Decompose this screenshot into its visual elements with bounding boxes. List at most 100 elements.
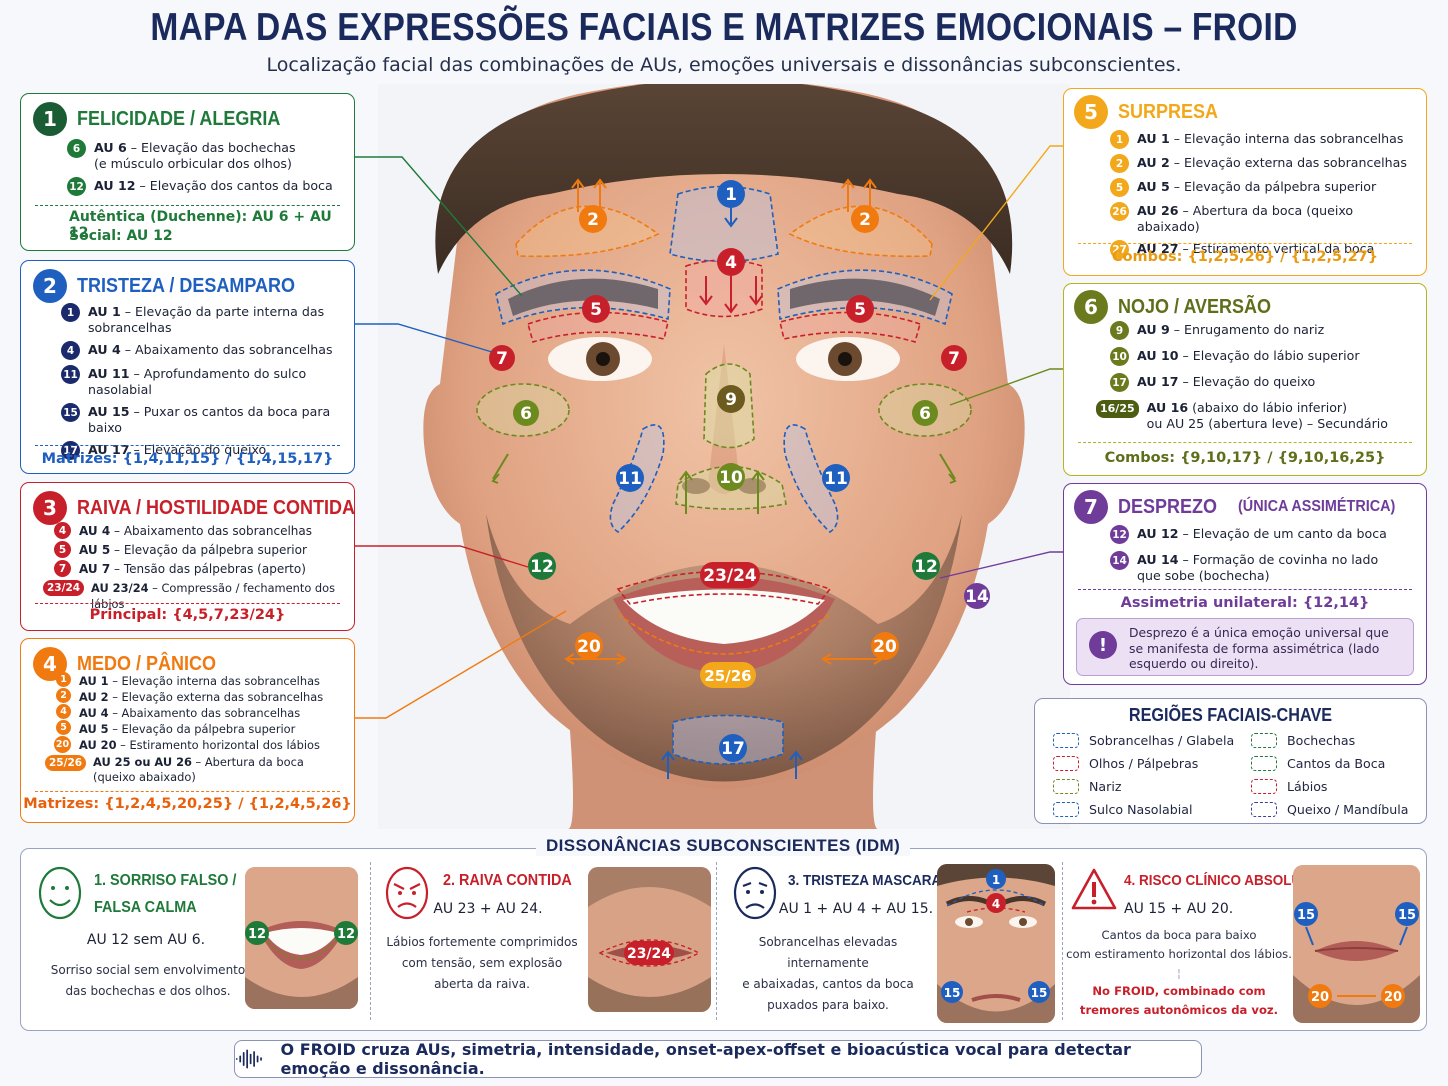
card-footer-2: Social: AU 12: [69, 228, 173, 244]
idm-1-title: 1. SORRISO FALSO /: [94, 872, 237, 889]
svg-text:20: 20: [1384, 990, 1402, 1005]
alert-icon: !: [1089, 631, 1117, 659]
card-footer: Combos: {9,10,17} / {9,10,16,25}: [1104, 450, 1386, 466]
sound-wave-icon: [235, 1049, 262, 1069]
marker-au4: 4: [725, 253, 737, 273]
card-number: 5: [1074, 95, 1108, 129]
card-footer: Combos: {1,2,5,26} / {1,2,5,27}: [1111, 249, 1379, 265]
legend-title: REGIÕES FACIAIS-CHAVE: [1128, 705, 1333, 725]
smile-face-icon: [38, 866, 82, 920]
idm-title: DISSONÂNCIAS SUBCONSCIENTES (IDM): [536, 836, 911, 856]
angry-face-icon: [385, 866, 429, 920]
marker-au1: 1: [725, 185, 737, 205]
card-title: FELICIDADE / ALEGRIA: [77, 107, 281, 130]
bottom-text: O FROID cruza AUs, simetria, intensidade…: [280, 1040, 1131, 1078]
marker-au5-right: 5: [854, 300, 866, 320]
card-title-suffix: (ÚNICA ASSIMÉTRICA): [1238, 498, 1396, 515]
card-footer: Autêntica (Duchenne): AU 6 + AU 12: [69, 209, 332, 241]
marker-au11-left: 11: [618, 469, 642, 489]
idm-3-image: 1 4 15 15: [937, 864, 1055, 1023]
card-footer: Matrizes: {1,4,11,15} / {1,4,15,17}: [41, 451, 334, 467]
card-title: RAIVA / HOSTILIDADE CONTIDA: [77, 496, 356, 519]
card-title: SURPRESA: [1118, 100, 1219, 123]
marker-au17: 17: [721, 739, 745, 759]
marker-au11-right: 11: [824, 469, 848, 489]
idm-3-title: 3. TRISTEZA MASCARADA: [788, 872, 961, 889]
face-illustration: 1 2 2 4 5 5 7 7 6 6 9 10 11 11 12 12 23/…: [378, 84, 1070, 829]
svg-text:20: 20: [1311, 990, 1329, 1005]
card-title: TRISTEZA / DESAMPARO: [77, 274, 296, 297]
note-text: Desprezo é a única emoção universal que …: [1129, 625, 1389, 671]
svg-text:1: 1: [992, 873, 1000, 887]
svg-text:15: 15: [944, 986, 961, 1000]
idm-1-title-2: FALSA CALMA: [94, 899, 197, 916]
marker-au7-right: 7: [948, 349, 960, 369]
svg-text:23/24: 23/24: [627, 946, 671, 962]
marker-au14: 14: [965, 587, 989, 607]
card-number: 7: [1074, 490, 1108, 524]
card-title: MEDO / PÂNICO: [77, 652, 217, 675]
marker-au2526: 25/26: [704, 667, 751, 685]
svg-text:15: 15: [1398, 908, 1416, 923]
svg-text:12: 12: [248, 927, 266, 942]
marker-au10: 10: [719, 468, 743, 488]
marker-au20-left: 20: [577, 637, 601, 657]
marker-au7-left: 7: [496, 349, 508, 369]
card-footer: Assimetria unilateral: {12,14}: [1120, 595, 1370, 611]
idm-4-title: 4. RISCO CLÍNICO ABSOLUTO: [1124, 872, 1320, 889]
bottom-banner: O FROID cruza AUs, simetria, intensidade…: [234, 1040, 1202, 1078]
svg-text:4: 4: [992, 897, 1000, 911]
card-number: 1: [33, 102, 67, 136]
legend-item: Nariz: [1053, 779, 1121, 794]
page-title: MAPA DAS EXPRESSÕES FACIAIS E MATRIZES E…: [150, 6, 1298, 49]
legend-item: Olhos / Pálpebras: [1053, 756, 1198, 771]
legend-item: Lábios: [1251, 779, 1328, 794]
legend-item: Sulco Nasolabial: [1053, 802, 1192, 817]
legend: REGIÕES FACIAIS-CHAVE Sobrancelhas / Gla…: [1034, 698, 1427, 824]
marker-au2-right: 2: [859, 210, 871, 230]
card-number: 6: [1074, 290, 1108, 324]
marker-au12-left: 12: [530, 557, 554, 577]
idm-3-formula: AU 1 + AU 4 + AU 15.: [778, 901, 934, 917]
idm-2-image: 23/24: [588, 867, 711, 1012]
sad-face-icon: [733, 866, 777, 920]
svg-text:15: 15: [1297, 908, 1315, 923]
card-footer: Matrizes: {1,2,4,5,20,25} / {1,2,4,5,26}: [23, 796, 352, 812]
svg-text:12: 12: [337, 927, 355, 942]
marker-au6-right: 6: [919, 404, 931, 424]
idm-4-image: 15 15 20 20: [1293, 865, 1420, 1023]
idm-2-title: 2. RAIVA CONTIDA: [443, 872, 572, 889]
marker-au2-left: 2: [587, 210, 599, 230]
